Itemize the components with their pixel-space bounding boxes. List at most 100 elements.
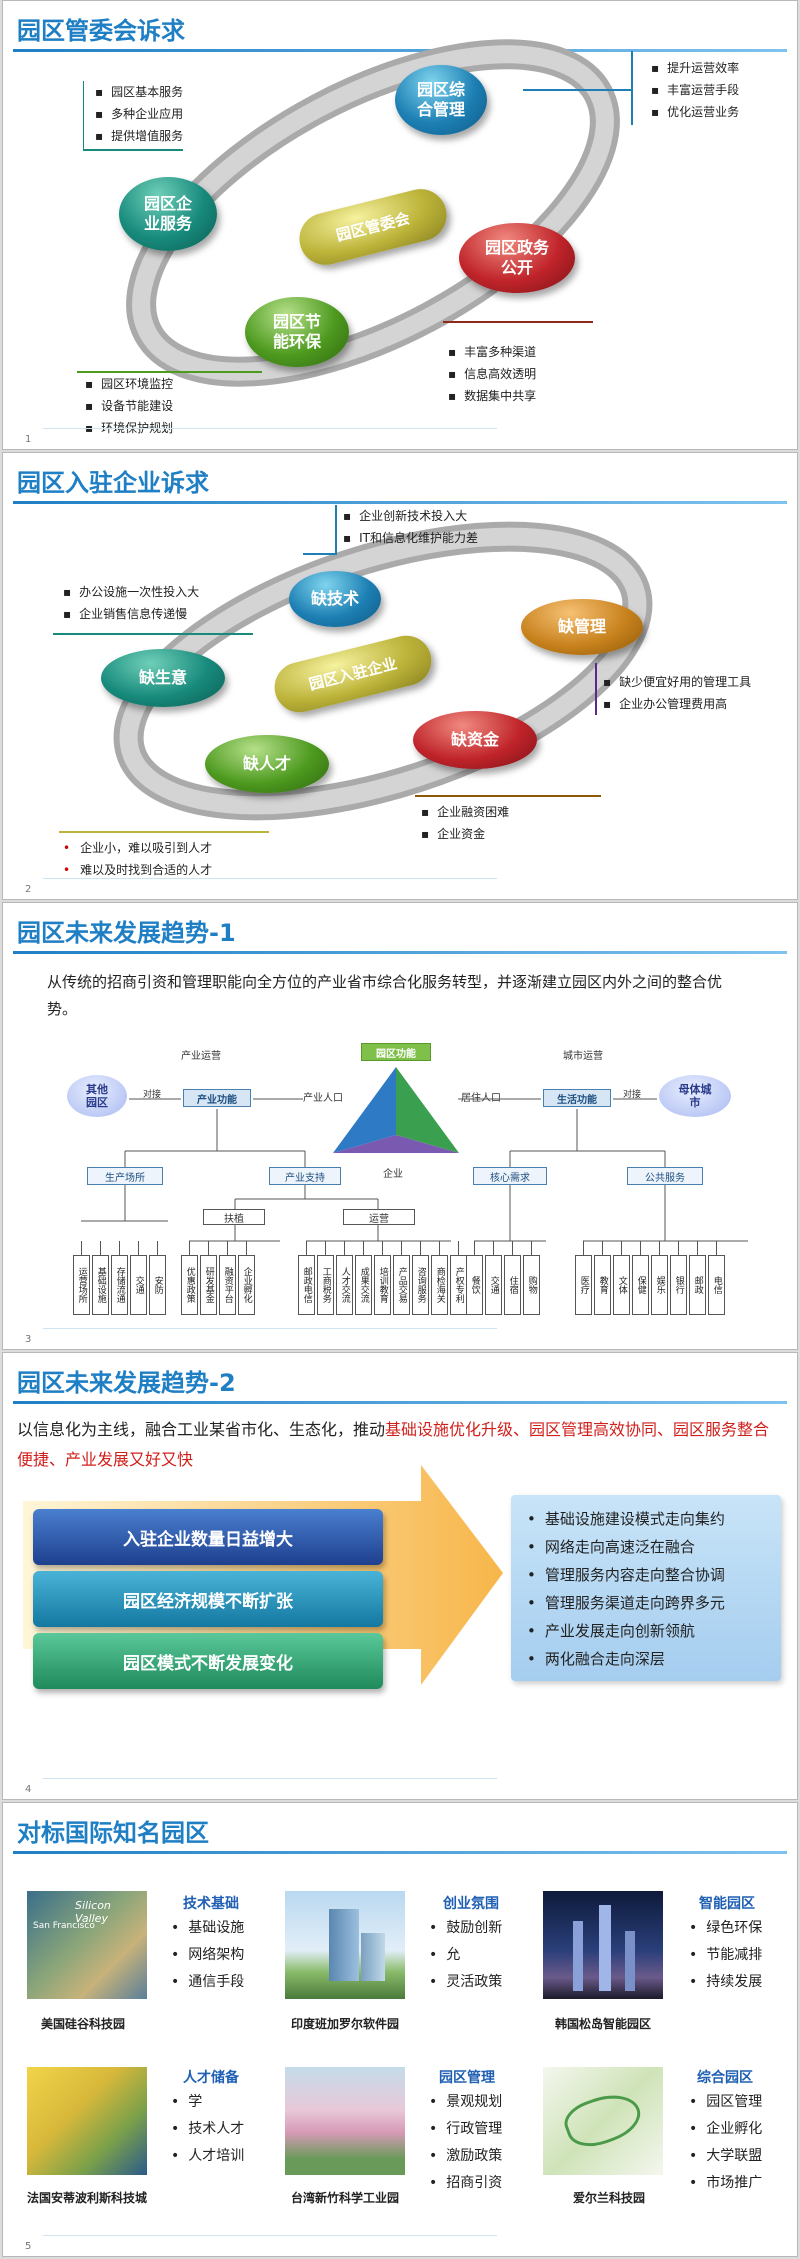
connector-line: [208, 1241, 209, 1255]
strategy-paragraph: 以信息化为主线，融合工业某省市化、生态化，推动基础设施优化升级、园区管理高效协同…: [17, 1420, 770, 1469]
connector-line: [621, 1241, 622, 1255]
leaf-box: 交通: [130, 1255, 147, 1315]
slide-number: 2: [25, 884, 32, 895]
funds-bullets: 企业融资困难企业资金: [421, 801, 509, 845]
connector-line: [493, 1241, 494, 1255]
slide-2: 园区入驻企业诉求 园区入驻企业 缺技术 缺管理 缺生意 缺资金 缺人才 企业创新…: [2, 452, 798, 900]
bracket: [59, 831, 269, 833]
leaf-box: 企业孵化: [238, 1255, 255, 1315]
photo-sophia-antipolis-map: [27, 2067, 147, 2175]
leaf-box: 餐饮: [466, 1255, 483, 1315]
driver-enterprise-growth: 入驻企业数量日益增大: [33, 1509, 383, 1565]
leaf-box: 产权专利: [450, 1255, 467, 1315]
park-name: 法国安蒂波利斯科技城: [27, 2191, 148, 2205]
park-function-box: 园区功能: [361, 1043, 431, 1061]
management-bullets: 缺少便宜好用的管理工具企业办公管理费用高: [603, 671, 751, 715]
category-label: 综合园区: [697, 2070, 753, 2086]
footer-line: [43, 878, 497, 879]
energy-bullets: 园区环境监控设备节能建设环境保护规划: [85, 373, 173, 439]
bracket: [415, 795, 601, 797]
talent-bullets: 企业小，难以吸引到人才难以及时找到合适的人才: [63, 837, 212, 881]
bracket: [77, 371, 262, 373]
leaf-box: 研发基金: [200, 1255, 217, 1315]
slide-title: 园区入驻企业诉求: [17, 469, 209, 497]
bracket: [523, 89, 631, 91]
leaf-box: 邮政: [689, 1255, 706, 1315]
connector-line: [602, 1241, 603, 1255]
trend-panel: 基础设施建设模式走向集约 网络走向高速泛在融合 管理服务内容走向整合协调 管理服…: [511, 1495, 781, 1681]
connector-line: [678, 1241, 679, 1255]
leaf-box: 文体: [613, 1255, 630, 1315]
bracket: [595, 663, 597, 715]
bracket: [53, 633, 253, 635]
leaf-box: 住宿: [504, 1255, 521, 1315]
life-function-box: 生活功能: [543, 1089, 611, 1107]
slide-3: 园区未来发展趋势-1 从传统的招商引资和管理职能向全方位的产业省市综合化服务转型…: [2, 902, 798, 1350]
park-points: 鼓励创新允灵活政策: [429, 1915, 502, 1996]
driver-model-change: 园区模式不断发展变化: [33, 1633, 383, 1689]
leaf-box: 交通: [485, 1255, 502, 1315]
bracket: [335, 505, 337, 553]
slide-1: 园区管委会诉求 园区管委会 园区综合管理 园区企业服务 园区政务公开 园区节能环…: [2, 0, 798, 450]
park-points: 基础设施网络架构通信手段: [171, 1915, 244, 1996]
connector-line: [306, 1241, 307, 1255]
leaf-box: 培训教育: [374, 1255, 391, 1315]
connector-line: [227, 1241, 228, 1255]
connector-line: [363, 1241, 364, 1255]
node-comprehensive-management: 园区综合管理: [395, 65, 487, 135]
connector-line: [583, 1241, 584, 1255]
leaf-box: 基础设施: [92, 1255, 109, 1315]
title-rule: [13, 49, 787, 52]
category-label: 园区管理: [439, 2070, 495, 2086]
dock-label-left: 对接: [143, 1090, 162, 1100]
ring-graphic: [126, 39, 620, 387]
park-name: 美国硅谷科技园: [41, 2017, 126, 2031]
government-bullets: 丰富多种渠道信息高效透明数据集中共享: [448, 341, 536, 407]
node-lack-talent: 缺人才: [205, 735, 329, 793]
parent-city-oval: 母体城市: [659, 1075, 731, 1117]
node-lack-technology: 缺技术: [289, 571, 381, 627]
connector-line: [420, 1241, 421, 1255]
leaf-box: 产品交易: [393, 1255, 410, 1315]
leaf-box: 商检海关: [431, 1255, 448, 1315]
industry-pop-label: 产业人口: [303, 1093, 343, 1104]
connector-line: [325, 1241, 326, 1255]
connector-line: [659, 1241, 660, 1255]
slide-number: 1: [25, 434, 32, 445]
park-points: 景观规划行政管理激励政策招商引资: [429, 2089, 502, 2197]
enterprise-label: 企业: [383, 1169, 403, 1180]
category-label: 人才储备: [183, 2070, 239, 2086]
management-bullets: 提升运营效率丰富运营手段优化运营业务: [651, 57, 739, 123]
connector-line: [100, 1241, 101, 1255]
intro-paragraph: 从传统的招商引资和管理职能向全方位的产业省市综合化服务转型，并逐渐建立园区内外之…: [47, 973, 723, 1018]
bracket: [83, 81, 84, 151]
photo-hsinchu-park: [285, 2067, 405, 2175]
connector-line: [157, 1241, 158, 1255]
connector-line: [474, 1241, 475, 1255]
footer-line: [43, 2235, 497, 2236]
title-rule: [13, 1851, 787, 1854]
connector-line: [344, 1241, 345, 1255]
bracket: [631, 51, 633, 125]
slide-4: 园区未来发展趋势-2 以信息化为主线，融合工业某省市化、生态化，推动基础设施优化…: [2, 1352, 798, 1800]
park-name: 韩国松岛智能园区: [555, 2017, 652, 2031]
park-points: 园区管理企业孵化大学联盟市场推广: [689, 2089, 762, 2197]
leaf-box: 融资平台: [219, 1255, 236, 1315]
connector-line: [716, 1241, 717, 1255]
category-label: 技术基础: [183, 1896, 239, 1912]
connector-line: [246, 1241, 247, 1255]
city-ops-label: 城市运营: [563, 1051, 603, 1062]
category-label: 智能园区: [699, 1896, 755, 1912]
core-need-box: 核心需求: [473, 1167, 547, 1185]
footer-line: [43, 1328, 497, 1329]
public-service-box: 公共服务: [627, 1167, 703, 1185]
connector-line: [189, 1241, 190, 1255]
leaf-box: 工商税务: [317, 1255, 334, 1315]
bracket: [443, 321, 593, 323]
connector-line: [401, 1241, 402, 1255]
map-label: San Francisco: [33, 1921, 95, 1931]
title-rule: [13, 951, 787, 954]
leaf-box: 保健: [632, 1255, 649, 1315]
trend-list: 基础设施建设模式走向集约 网络走向高速泛在融合 管理服务内容走向整合协调 管理服…: [527, 1505, 725, 1673]
title-rule: [13, 501, 787, 504]
